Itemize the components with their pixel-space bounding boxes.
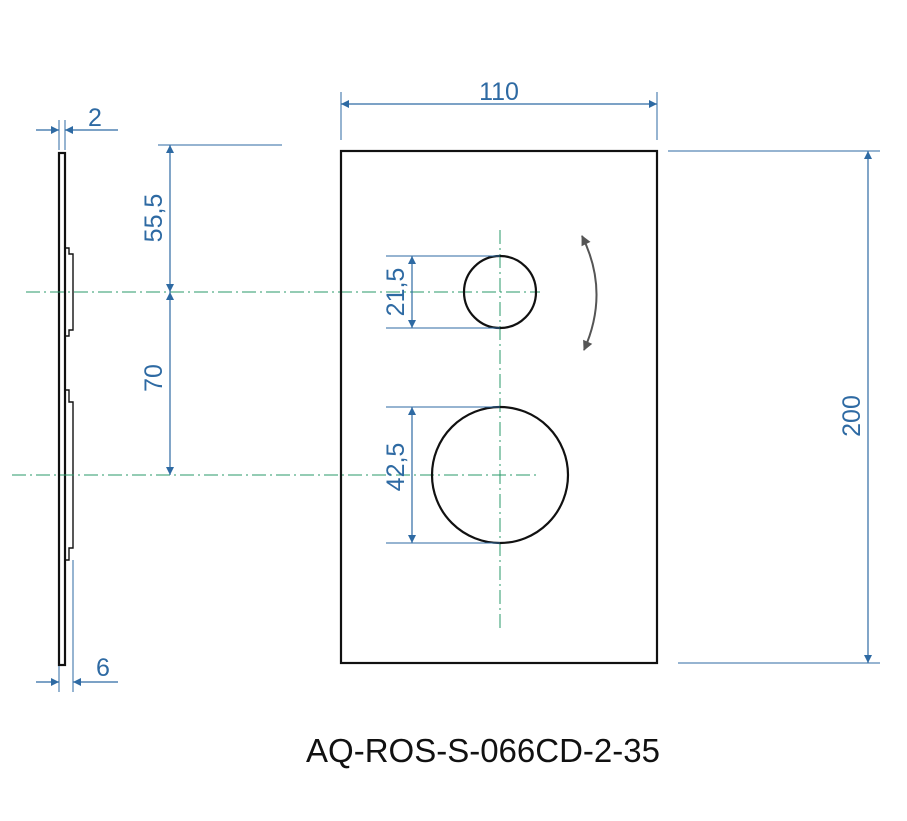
dimension-large-diameter: 42,5 <box>382 406 500 544</box>
dimension-center-distance: 70 <box>140 292 174 475</box>
centerlines <box>12 230 540 628</box>
dimension-total-depth: 6 <box>36 560 118 692</box>
dimension-width: 110 <box>340 78 658 140</box>
model-code: AQ-ROS-S-066CD-2-35 <box>306 732 660 769</box>
dimension-height: 200 <box>668 150 880 664</box>
small-diameter-label: 21,5 <box>382 268 410 317</box>
side-small-knob <box>65 247 74 337</box>
large-diameter-label: 42,5 <box>382 443 410 492</box>
width-label: 110 <box>479 78 519 106</box>
rotation-arrow-icon <box>581 235 598 351</box>
dimension-plate-thickness: 2 <box>36 104 118 150</box>
dimension-small-diameter: 21,5 <box>382 255 500 329</box>
center-distance-label: 70 <box>140 364 168 392</box>
total-depth-label: 6 <box>96 654 110 682</box>
side-view <box>57 151 74 667</box>
dimension-top-offset: 55,5 <box>140 144 282 292</box>
plate-thickness-label: 2 <box>88 104 102 132</box>
top-offset-label: 55,5 <box>140 194 168 243</box>
side-plate <box>57 151 67 667</box>
height-label: 200 <box>838 395 866 437</box>
front-plate <box>339 149 659 665</box>
